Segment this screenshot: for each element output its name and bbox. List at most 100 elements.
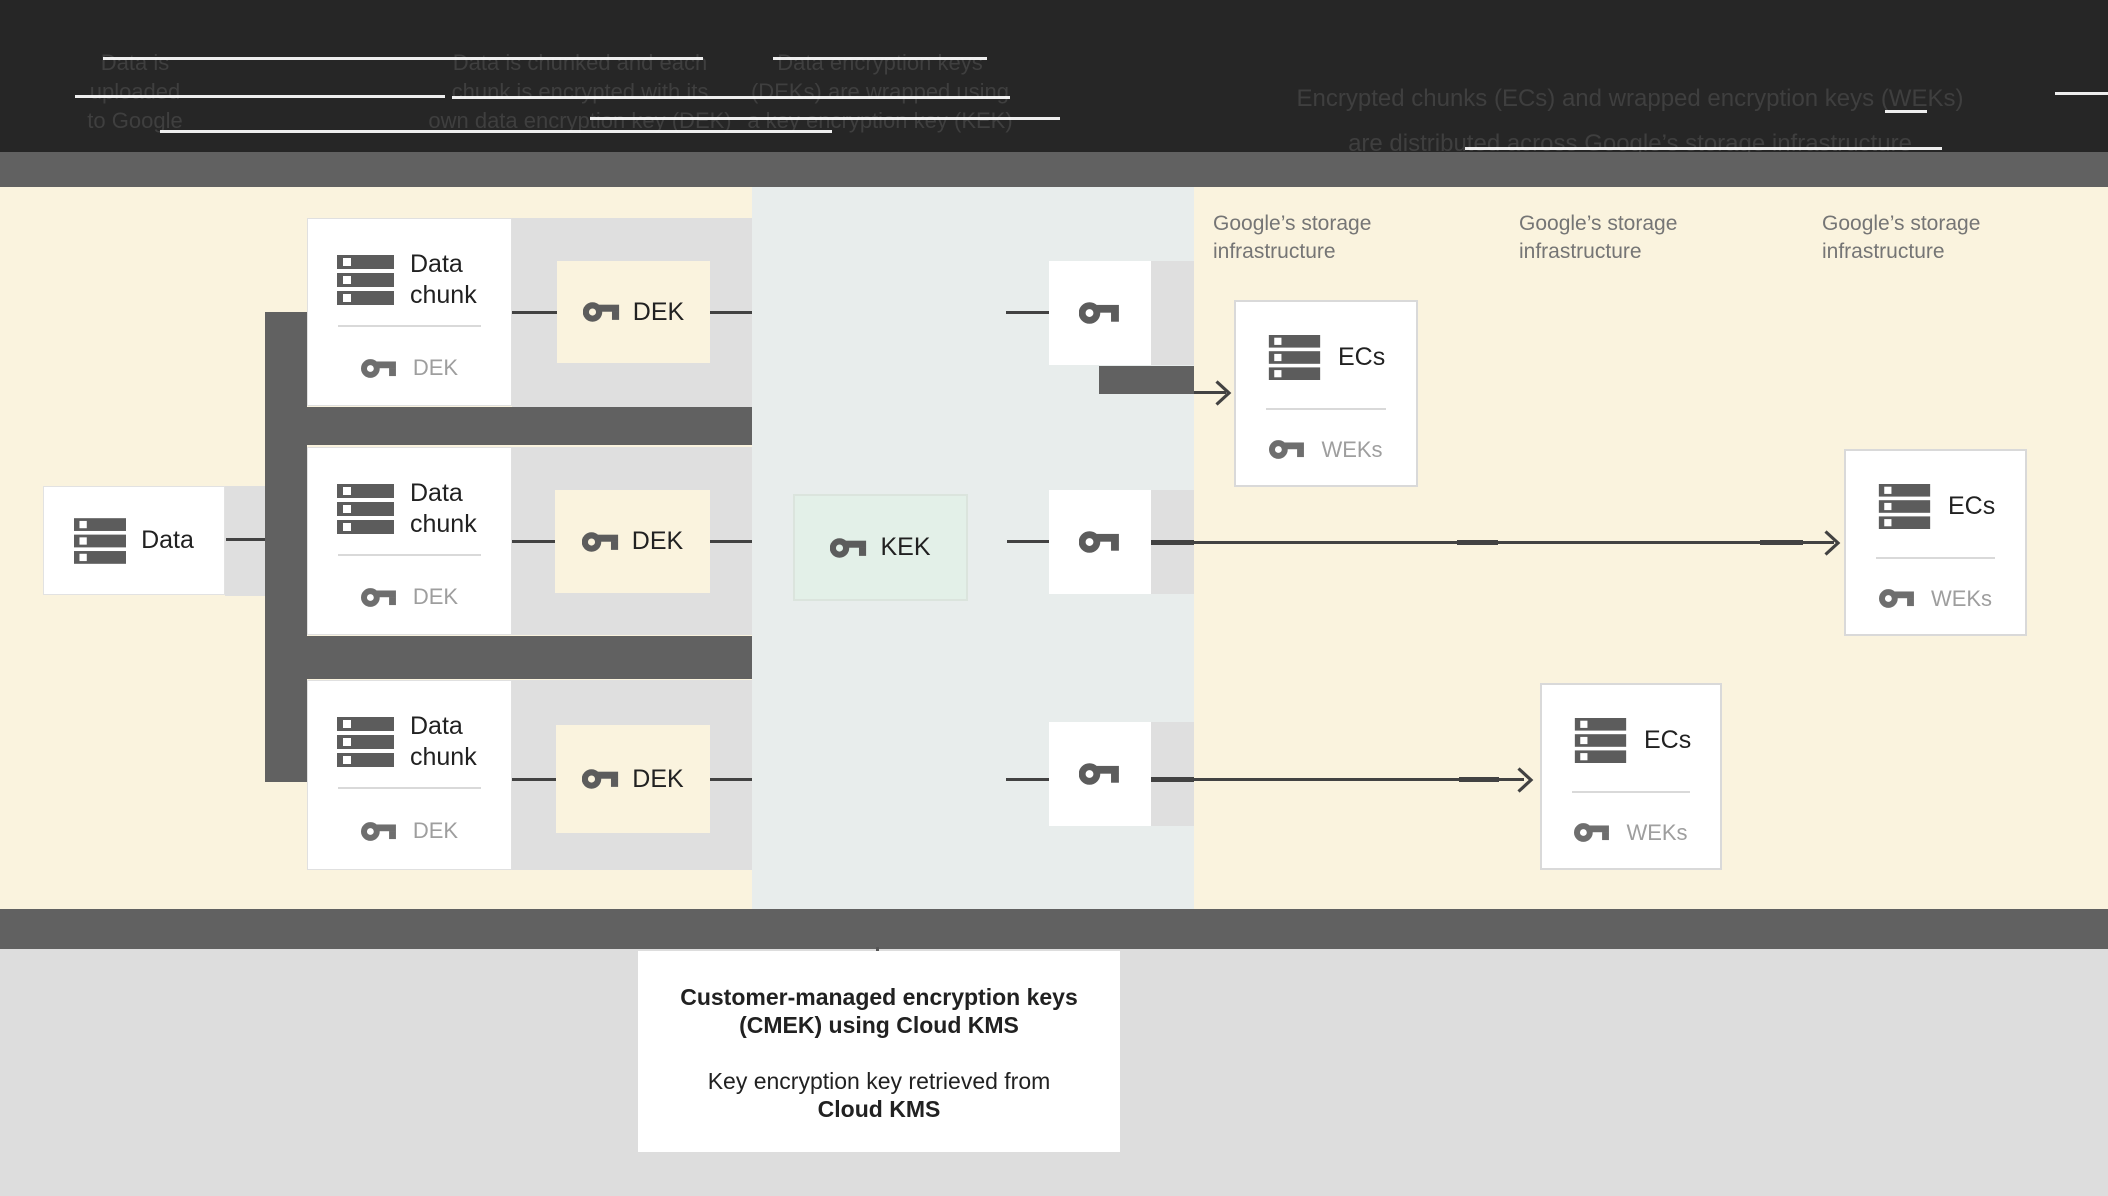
redaction-streak: [452, 96, 1010, 99]
kek-box-label: KEK: [880, 533, 931, 561]
dek-box-label: DEK: [632, 764, 684, 793]
data-chunk-label-line1: Data: [410, 712, 463, 740]
arrow3-thick-seg: [1151, 777, 1194, 782]
dek-footer-label: DEK: [412, 818, 459, 843]
key-icon: [1079, 302, 1119, 324]
storage-infra-label-2: Google’s storage infrastructure: [1519, 210, 1769, 266]
kek-to-wrap2-line: [1007, 540, 1049, 543]
storage-infra-label-3-line2: infrastructure: [1822, 240, 1945, 263]
redaction-streak: [103, 57, 703, 60]
data-chunk-label-line1: Data: [410, 479, 463, 507]
header-step-2-line2: chunk is encrypted with its: [451, 79, 709, 104]
card-divider: [1266, 408, 1386, 410]
dek-box-2: DEK: [555, 490, 710, 593]
arrow2-patch-b: [1760, 540, 1803, 545]
card-divider: [338, 554, 481, 556]
redaction-streak: [75, 95, 445, 98]
chunk-band-1: [265, 407, 752, 445]
ecs-card-label: ECs: [1338, 343, 1386, 371]
arrow3-patch-a: [1459, 777, 1499, 782]
data-chunk-label-line2: chunk: [410, 510, 477, 538]
storage-infra-label-2-line2: infrastructure: [1519, 240, 1642, 263]
dek-footer-label: DEK: [412, 355, 459, 380]
ecs-card-2: ECs WEKs: [1844, 449, 2027, 636]
wrap-tab-1: [1151, 261, 1194, 365]
data-chunk-label: Data chunk: [410, 249, 477, 311]
chunk-split-vertical-bar: [265, 312, 307, 782]
data-chunk-label: Data chunk: [410, 478, 477, 540]
storage-icon: [337, 255, 394, 305]
dek-footer-label: DEK: [412, 584, 459, 609]
storage-infra-label-1-line2: infrastructure: [1213, 240, 1336, 263]
data-chunk-card-1: Data chunk DEK: [307, 218, 512, 406]
caption-line4: Cloud KMS: [817, 1096, 941, 1122]
chunk2-to-dek2-line: [512, 540, 557, 543]
redaction-streak: [1885, 110, 1927, 113]
wrap3-in-line: [1006, 778, 1049, 781]
data-connector-pad: [225, 486, 265, 596]
arrow1-shaft: [1194, 391, 1226, 394]
redaction-streak: [773, 57, 987, 60]
weks-footer-label: WEKs: [1626, 819, 1688, 845]
key-icon: [360, 587, 396, 607]
weks-footer-label: WEKs: [1321, 436, 1383, 462]
data-chunk-label-line2: chunk: [410, 281, 477, 309]
dek1-out-line: [710, 311, 752, 314]
data-card-label: Data: [141, 526, 194, 554]
arrow2-thick-seg: [1151, 540, 1194, 545]
caption-spacer: [638, 1039, 1120, 1067]
storage-infra-label-1: Google’s storage infrastructure: [1213, 210, 1463, 266]
key-icon: [830, 537, 867, 558]
storage-infra-label-2-line1: Google’s storage: [1519, 212, 1678, 235]
arrow1-head-icon: [1215, 380, 1232, 406]
key-icon: [582, 302, 619, 322]
key-icon: [1079, 763, 1119, 785]
top-divider-bar: [0, 152, 2108, 187]
data-chunk-label: Data chunk: [410, 711, 477, 773]
chunk-band-2: [265, 636, 752, 679]
weks-footer-label: WEKs: [1930, 585, 1993, 611]
caption-line1: Customer-managed encryption keys: [680, 984, 1078, 1010]
header-redacted-band: Data is uploaded to Google Data is chunk…: [0, 0, 2108, 157]
key-icon: [581, 531, 618, 552]
storage-icon: [337, 484, 394, 534]
arrow3-head-icon: [1517, 767, 1534, 793]
header-step-1-line2: uploaded: [89, 79, 181, 104]
data-card: Data: [43, 486, 225, 595]
card-divider: [338, 325, 481, 327]
key-icon: [582, 769, 619, 789]
card-divider: [1876, 557, 1995, 559]
data-to-split-line: [226, 538, 265, 541]
key-icon: [1269, 440, 1305, 459]
wrap-key-box-3: [1049, 722, 1151, 826]
ecs-card-3: ECs WEKs: [1540, 683, 1722, 870]
header-step-3-line2: (DEKs) are wrapped using: [750, 79, 1009, 104]
header-step-2: Data is chunked and each chunk is encryp…: [340, 48, 820, 135]
header-step-1: Data is uploaded to Google: [35, 48, 235, 135]
caption-box: Customer-managed encryption keys (CMEK) …: [638, 951, 1120, 1152]
data-chunk-label-line2: chunk: [410, 743, 477, 771]
dek-box-label: DEK: [631, 527, 684, 555]
key-icon: [1878, 589, 1914, 608]
redaction-streak: [2055, 92, 2108, 95]
kek-box: KEK: [793, 494, 968, 601]
dek-box-1: DEK: [557, 261, 710, 363]
caption-line2: (CMEK) using Cloud KMS: [739, 1012, 1019, 1038]
data-chunk-card-2: Data chunk DEK: [307, 447, 512, 635]
header-step-2-line3: own data encryption key (DEK): [428, 108, 732, 133]
storage-icon: [337, 717, 394, 767]
storage-infra-label-1-line1: Google’s storage: [1213, 212, 1372, 235]
caption-line3: Key encryption key retrieved from: [707, 1068, 1051, 1094]
arrow2-shaft: [1194, 541, 1834, 544]
chunk3-to-dek3-line: [512, 778, 557, 781]
ecs-card-label: ECs: [1948, 492, 1996, 520]
header-step-3-line3: a key encryption key (KEK): [747, 108, 1013, 133]
wrap-key-box-2: [1049, 490, 1151, 594]
dek-box-3: DEK: [556, 725, 710, 833]
arrow2-head-icon: [1824, 530, 1841, 556]
key-icon: [360, 821, 396, 841]
data-chunk-label-line1: Data: [410, 250, 463, 278]
wrap1-in-line: [1006, 311, 1049, 314]
wrap-tab-3: [1151, 722, 1194, 826]
